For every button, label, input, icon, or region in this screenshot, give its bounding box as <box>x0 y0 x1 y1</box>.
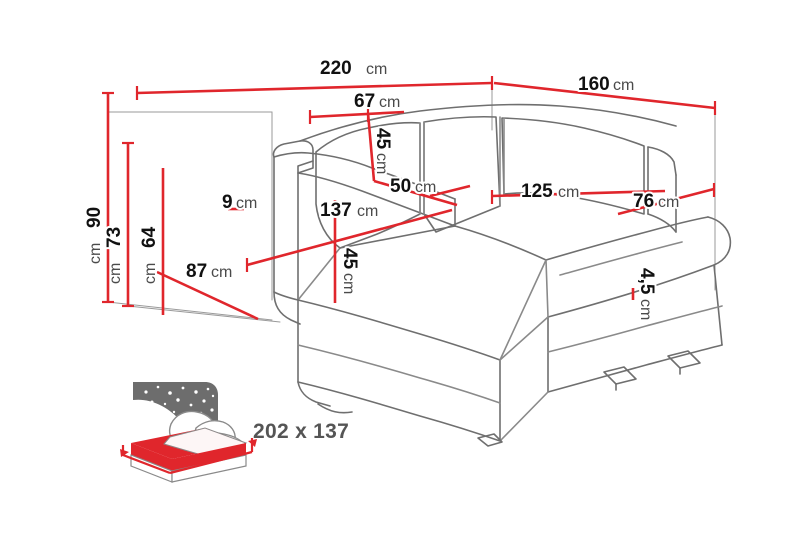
label-backrest-height-unit: cm <box>107 263 124 284</box>
seat-back-edge <box>339 225 456 249</box>
label-cushion-height-value: 45 <box>372 128 393 150</box>
dimline-chaise-length <box>491 189 666 198</box>
dimline-seat-width <box>246 208 453 267</box>
label-seat-width-value: 137 <box>320 200 352 221</box>
chaise-seat-left-edge <box>545 259 549 318</box>
label-chaise-length-value: 125 <box>521 181 553 202</box>
chaise-base-seam <box>547 305 723 353</box>
bed-arrow-left-edge <box>122 453 171 475</box>
label-chaise-length: 125 cm <box>519 179 581 204</box>
label-total-height-value: 90 <box>84 207 105 228</box>
dimline-seat-depth-b <box>429 184 471 198</box>
seat-corner-edge <box>454 225 547 261</box>
label-overall-width-value: 220 <box>320 58 352 79</box>
label-cushion-height-unit: cm <box>373 153 390 174</box>
label-overall-width-unit: cm <box>366 61 387 78</box>
dimline-overall-width <box>136 81 493 95</box>
label-total-height-unit: cm <box>87 243 104 264</box>
label-overall-depth-value: 160 <box>578 74 610 95</box>
label-chaise-length-unit: cm <box>558 184 579 201</box>
mattress-front-right <box>172 443 246 474</box>
label-seat-depth: 50 cm <box>388 174 438 199</box>
label-backrest-height-value: 73 <box>104 227 125 248</box>
foot-left-front <box>477 433 503 447</box>
left-arm-notch <box>297 160 314 174</box>
seat-left-rise <box>297 247 341 301</box>
label-base-depth-value: 87 <box>186 261 207 282</box>
label-seat-width-unit: cm <box>357 203 378 220</box>
label-base-depth-unit: cm <box>211 264 232 281</box>
label-cushion-height: 45 cm <box>370 126 395 176</box>
corner-arm-top <box>647 146 677 176</box>
construction-guides <box>107 81 716 323</box>
label-seat-depth-unit: cm <box>415 179 436 196</box>
label-overall-width: 220 cm <box>318 56 389 81</box>
dimline-seat-depth-a <box>373 179 458 207</box>
base-left-panel <box>297 299 331 407</box>
label-backrest-height: 73 cm <box>102 225 127 286</box>
dimline-overall-depth <box>493 81 716 110</box>
label-armrest-thickness-unit: cm <box>236 195 257 212</box>
dimline-cushion-height <box>366 112 376 182</box>
dimension-labels: 220 cm 160 cm 67 cm 45 cm 50 cm <box>82 56 681 322</box>
label-leg-height-value: 4,5 <box>636 268 657 295</box>
chaise-seat-back-edge <box>545 216 709 261</box>
label-cushion-width-unit: cm <box>379 94 400 111</box>
label-chaise-width-value: 76 <box>633 191 654 212</box>
dimline-base-depth <box>156 270 259 321</box>
label-seat-depth-value: 50 <box>390 176 411 197</box>
chaise-seat-front-edge <box>547 264 715 318</box>
bed-arrow-right-edge <box>169 450 253 475</box>
label-overall-depth: 160 cm <box>576 72 636 97</box>
label-seat-width: 137 cm <box>318 198 380 223</box>
chaise-base-right <box>713 264 723 346</box>
label-total-height: 90 cm <box>82 205 107 266</box>
dimension-lines <box>102 76 717 321</box>
label-overall-depth-unit: cm <box>613 77 634 94</box>
sleeping-area-label: 202 x 137 <box>253 420 349 443</box>
mattress-front-left <box>131 443 172 474</box>
arrowhead-left <box>120 449 129 457</box>
corner-junction-top <box>499 316 549 361</box>
bed-arrowheads <box>120 439 257 457</box>
foot-rear <box>603 366 637 385</box>
label-armrest-height-value: 64 <box>139 226 160 248</box>
seat-front-edge <box>297 299 501 361</box>
label-chaise-width: 76 cm <box>631 189 681 214</box>
corner-arm-bottom <box>647 213 677 233</box>
label-chaise-width-unit: cm <box>658 194 679 211</box>
label-seat-height-unit: cm <box>340 273 357 294</box>
seat-right-edge <box>499 259 547 361</box>
label-leg-height: 4,5 cm <box>634 266 659 322</box>
base-front-bottom <box>297 381 501 442</box>
chaise-arm-round <box>707 216 732 266</box>
label-armrest-height: 64 cm <box>137 224 162 286</box>
dimline-chaise-width <box>617 187 715 216</box>
label-base-depth: 87 cm <box>184 259 234 284</box>
label-leg-height-unit: cm <box>637 299 654 320</box>
left-arm-bottom-curve <box>273 291 299 301</box>
bed-sleeping-area-icon <box>120 382 257 483</box>
corner-junction-bottom <box>499 391 549 442</box>
label-seat-height-value: 45 <box>339 248 360 270</box>
base-foot-left <box>317 403 353 414</box>
backrest-top-edge <box>299 103 677 142</box>
star-field <box>138 385 215 428</box>
left-arm-top-edge <box>272 140 314 162</box>
label-armrest-thickness: 9 cm <box>220 190 259 215</box>
label-cushion-width-value: 67 <box>354 91 375 112</box>
chaise-base-bottom <box>547 344 723 393</box>
dimline-cushion-width <box>309 110 405 119</box>
base-drawer-seam <box>297 344 501 404</box>
label-armrest-height-unit: cm <box>142 263 159 284</box>
label-seat-height: 45 cm <box>337 246 362 296</box>
chaise-seam <box>559 241 683 276</box>
foot-front <box>667 350 701 369</box>
sofa-illustration <box>107 81 732 447</box>
label-armrest-thickness-value: 9 <box>222 192 233 213</box>
label-cushion-width: 67 cm <box>352 89 402 114</box>
arrowhead-right <box>248 439 257 447</box>
